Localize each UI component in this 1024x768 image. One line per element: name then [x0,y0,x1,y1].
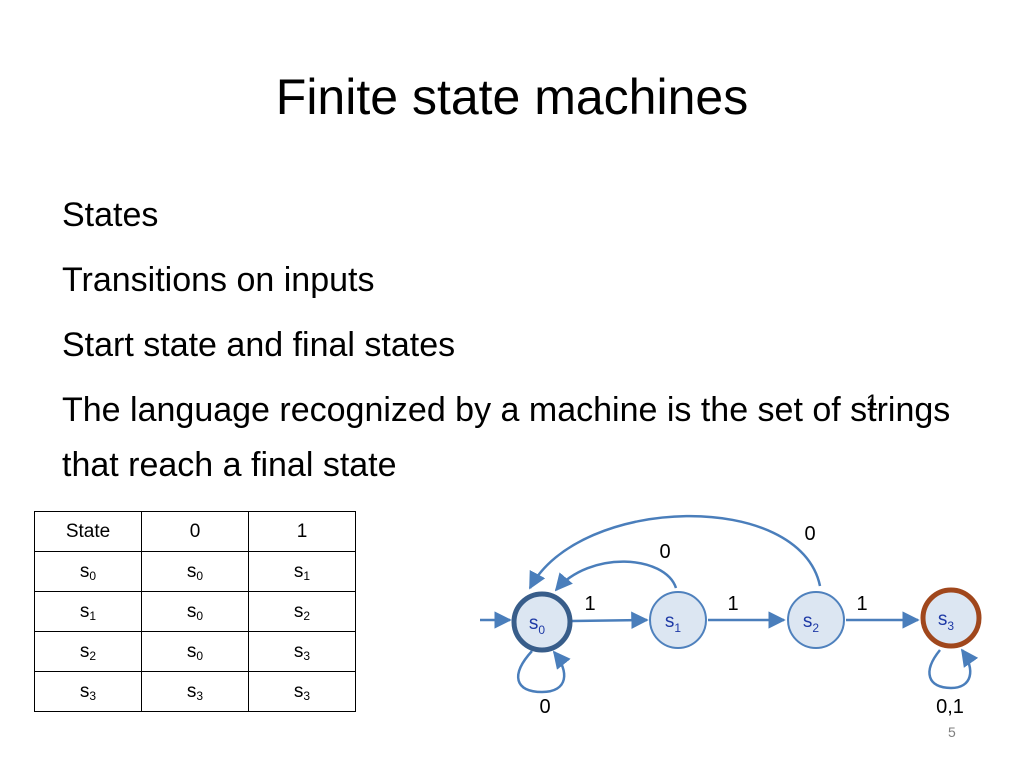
table-header-cell: 0 [141,511,249,552]
table-cell: s1 [34,591,142,632]
table-cell: s0 [141,551,249,592]
table-header-row: State 0 1 [34,511,356,552]
table-cell: s2 [34,631,142,672]
bullet-list: States Transitions on inputs Start state… [62,188,992,503]
transition-arrow-s1-s0 [554,560,678,592]
slide-title: Finite state machines [275,69,749,125]
table-header-cell: State [34,511,142,552]
table-cell: s0 [141,631,249,672]
bullet-start-final: Start state and final states [62,326,456,364]
transition-label: 0 [539,696,550,718]
table-cell: s0 [34,551,142,592]
transition-arrow-s0-s1 [571,611,649,629]
state-label: s2 [803,611,820,635]
table-cell: s3 [141,671,249,712]
table-cell: s1 [248,551,356,592]
table-row: s1 s0 s2 [34,591,356,632]
transition-arrow-s2-s0 [528,514,822,590]
bullet-language: The language recognized by a machine is … [62,391,951,484]
state-label: s1 [665,611,682,635]
transition-label: 1 [584,593,595,615]
transition-label: 0 [804,523,815,545]
state-node-s2 [787,591,845,649]
state-diagram: 1 1 1 0 0 0 0,1 s0 s1 s2 s3 [480,514,982,718]
bullet-states: States [62,196,159,234]
table-cell: s2 [248,591,356,632]
state-node-s3 [920,587,982,649]
transition-label: 1 [727,593,738,615]
stray-mark: 1 [866,390,879,415]
transition-arrow-s3-s3 [928,648,979,690]
slide-number: 5 [948,724,956,740]
table-row: s0 s0 s1 [34,551,356,592]
table-row: s2 s0 s3 [34,631,356,672]
transition-label: 1 [856,593,867,615]
state-label: s3 [938,609,955,633]
table-cell: s3 [248,671,356,712]
table-header-cell: 1 [248,511,356,552]
transition-arrow-s0-s0 [516,650,571,694]
bullet-transitions: Transitions on inputs [62,261,375,299]
state-node-s0 [511,591,573,653]
transition-label: 0 [659,541,670,563]
table-row: s3 s3 s3 [34,671,356,712]
transition-label: 0,1 [936,696,964,718]
table-cell: s3 [248,631,356,672]
state-label: s0 [529,613,546,637]
table-cell: s0 [141,591,249,632]
state-node-s1 [649,591,707,649]
transition-table: State 0 1 s0 s0 s1 s1 s0 s2 s2 s0 s3 s3 … [34,511,356,712]
table-cell: s3 [34,671,142,712]
